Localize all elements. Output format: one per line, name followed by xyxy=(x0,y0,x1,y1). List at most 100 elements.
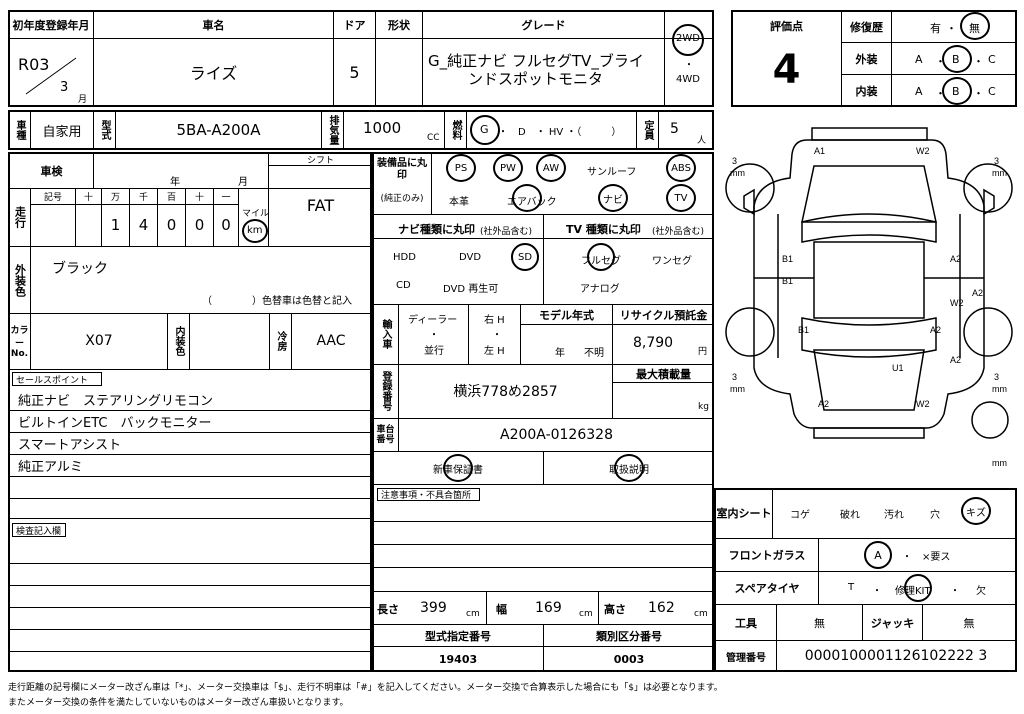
shift-label: シフト xyxy=(306,155,334,166)
jack-label: ジャッキ xyxy=(870,616,915,630)
navi-title: ナビ種類に丸印 xyxy=(398,223,475,236)
shift: FAT xyxy=(306,195,335,215)
footer-line2: またメーター交換の条件を満たしていないものはメーター改ざん車扱いとなります。 xyxy=(8,698,349,708)
interior-seat-label: 室内シート xyxy=(716,507,772,520)
reg-month-unit: 月 xyxy=(78,95,88,105)
car-name: ライズ xyxy=(189,64,238,83)
chassis-value: A200A-0126328 xyxy=(500,427,613,443)
registration-label: 登録番号 xyxy=(380,371,391,411)
displacement: 1000 xyxy=(363,119,402,137)
doors: 5 xyxy=(349,62,360,82)
footer-line1: 走行距離の記号欄にメーター改ざん車は「*」、メーター交換車は「$」、走行不明車は… xyxy=(8,683,723,693)
sales-point-3: スマートアシスト xyxy=(18,438,122,453)
class-label: 類別区分番号 xyxy=(596,629,662,643)
import-left: 左 H xyxy=(484,346,505,357)
length-label: 長さ xyxy=(377,603,399,616)
capacity: 5 xyxy=(670,121,679,137)
equip-tv: TV xyxy=(674,192,688,204)
type-cert-value: 19403 xyxy=(438,652,478,666)
interior-item-stain: 汚れ xyxy=(884,510,904,521)
mile-label: マイル xyxy=(242,209,270,219)
km-circle xyxy=(242,219,268,243)
ac-label: 冷房 xyxy=(275,331,286,351)
reg-slash xyxy=(25,57,77,95)
exterior-dot2: ・ xyxy=(973,55,984,68)
height-value: 162 xyxy=(648,600,675,616)
equip-abs: ABS xyxy=(671,162,691,174)
navi-dvd: DVD xyxy=(459,252,482,263)
model-year-unknown: 不明 xyxy=(584,348,604,359)
diag-label-w2: W2 xyxy=(916,146,930,156)
car-name-label: 車名 xyxy=(202,18,225,32)
equip-ps: PS xyxy=(454,162,468,174)
interior-item-burn: コゲ xyxy=(790,510,810,521)
mgmt-value: 0000100001126102222 3 xyxy=(804,648,988,664)
reg-year-label: 初年度登録年月 xyxy=(12,18,90,32)
diag-label-a1: A1 xyxy=(814,146,825,156)
grade-label: グレード xyxy=(521,18,566,32)
diag-label-b1a: B1 xyxy=(782,254,793,264)
equip-airbag: エアバック xyxy=(507,197,557,208)
diag-label-w2c: W2 xyxy=(916,399,930,409)
digit-header-5: 十 xyxy=(194,193,204,203)
equipment-label: 装備品に丸印 xyxy=(377,158,427,181)
interior-label: 内装 xyxy=(855,84,878,98)
type-cert-label: 型式指定番号 xyxy=(425,629,491,643)
repair-dot: ・ xyxy=(946,22,957,35)
navi-hdd: HDD xyxy=(393,252,416,263)
interior-item-hole: 穴 xyxy=(930,510,940,521)
tools-label: 工具 xyxy=(735,616,757,630)
recycle-yen: 円 xyxy=(698,347,708,357)
equip-aw: AW xyxy=(542,162,560,174)
score-label: 評価点 xyxy=(770,20,803,33)
exterior-b-circle xyxy=(942,45,972,73)
digit-header-4: 百 xyxy=(166,193,176,203)
manual-circle xyxy=(614,454,644,482)
equipment-sub: (純正のみ) xyxy=(380,193,424,204)
digit-header-1: 十 xyxy=(83,193,93,203)
import-dealer: ディーラー xyxy=(408,315,458,326)
car-diagram: A1 W2 B1 B1 A2 A2 W2 B1 A2 U1 A2 W2 A2 3… xyxy=(725,127,1013,468)
interior-b: B xyxy=(952,85,960,98)
digit-2: 1 xyxy=(110,216,121,234)
tire-mark-rl: 3 xyxy=(732,372,737,382)
equip-pw: PW xyxy=(500,162,516,174)
interior-dot1: ・ xyxy=(935,87,946,100)
tv-sub: (社外品含む) xyxy=(652,227,705,237)
tire-mm-rr: mm xyxy=(992,384,1007,394)
max-load-unit: kg xyxy=(698,402,709,412)
inspection-note-label: 検査記入欄 xyxy=(12,523,66,537)
length-value: 399 xyxy=(420,600,447,616)
fuel-label: 燃料 xyxy=(450,120,461,140)
interior-a: A xyxy=(915,85,923,98)
sales-points-label: セールスポイント xyxy=(12,372,102,386)
tire-mark-fl: 3 xyxy=(732,156,737,166)
spare-dot1: ・ xyxy=(872,586,882,597)
model-year-unit: 年 xyxy=(555,348,565,359)
diag-label-a2c: A2 xyxy=(930,325,941,335)
fuel-g-circle xyxy=(470,115,500,145)
doors-label: ドア xyxy=(343,18,366,32)
tire-mm-rl: mm xyxy=(730,384,745,394)
color-label: 外装色 xyxy=(13,263,27,297)
registration-value: 横浜778め2857 xyxy=(453,384,558,400)
evaluation-box xyxy=(731,10,1017,107)
fuel-g: G xyxy=(480,123,489,136)
drive-2wd-circle xyxy=(672,24,704,56)
mileage-label: 走行 xyxy=(13,206,27,228)
class-value: 0003 xyxy=(613,652,645,666)
manual: 取扱説明 xyxy=(609,464,649,476)
usage: 自家用 xyxy=(42,124,82,140)
spare-none: 欠 xyxy=(976,586,986,597)
exterior-c: C xyxy=(988,53,996,66)
tire-mm-fr: mm xyxy=(992,168,1007,178)
interior-item-scratch: キズ xyxy=(966,507,986,519)
tv-oneseg: ワンセグ xyxy=(652,256,692,267)
tv-fullseg: フルセグ xyxy=(581,256,621,267)
tv-analog: アナログ xyxy=(580,284,620,295)
digit-5: 0 xyxy=(194,216,205,234)
shaken-month-unit: 月 xyxy=(238,177,248,188)
windshield-label: フロントガラス xyxy=(728,549,806,562)
height-unit: cm xyxy=(694,609,708,619)
caution-label: 注意事項・不具合箇所 xyxy=(377,488,480,501)
